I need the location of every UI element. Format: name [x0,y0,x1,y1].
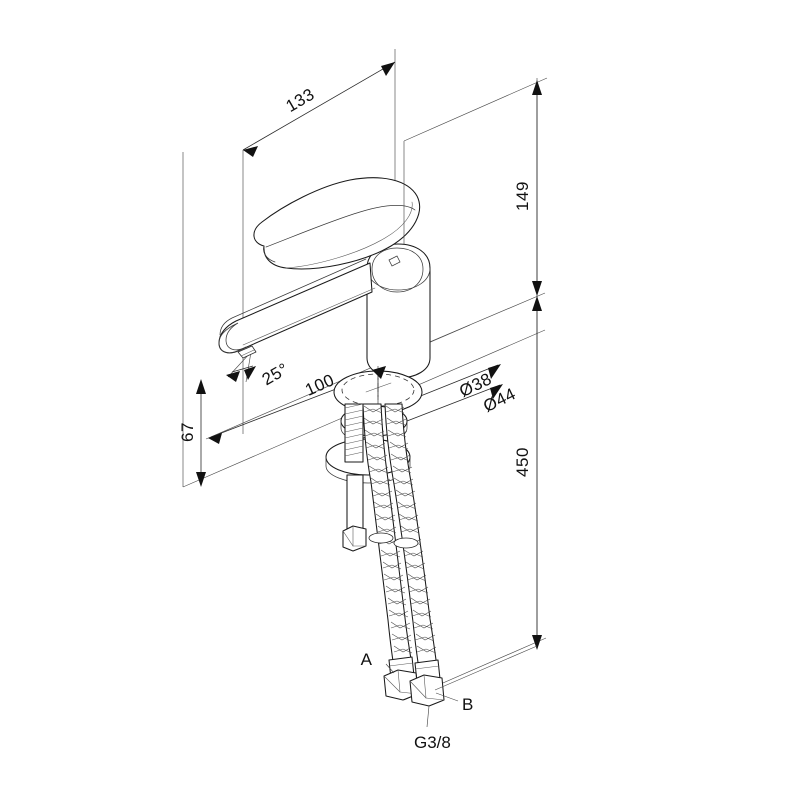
faucet-body-cylinder [366,243,431,379]
callout-a: A [361,650,395,674]
connector-nuts [383,669,445,707]
callout-b-label: B [462,695,473,714]
dimension-450-label: 450 [513,447,532,477]
bottom-leader [434,645,538,691]
dimension-67-label: 67 [178,422,197,442]
callout-b: B [435,692,473,714]
faucet-assembly [218,177,445,707]
dimension-67: 67 [178,379,206,487]
stud-hex-nut [342,525,367,552]
dimension-149-label: 149 [513,181,532,211]
dimension-133-label: 133 [283,85,318,116]
callout-g38-label: G3/8 [414,733,451,752]
threaded-stud [344,403,364,534]
faucet-spout [218,258,376,354]
callout-a-label: A [361,650,373,669]
dimension-133: 133 [242,61,396,157]
dimension-149: 149 [513,80,542,296]
base-centre-leader [372,366,386,400]
dimension-25deg: 25° [226,351,292,389]
callout-g38: G3/8 [414,705,451,752]
lever-handle [253,177,424,293]
base-crosshair [365,382,392,393]
dimension-25deg-label: 25° [259,359,292,389]
hose-collars [368,532,419,549]
aerator [237,345,257,359]
dimension-450: 450 [513,296,542,650]
dimension-100-label: 100 [302,370,337,400]
hose-b-braid [385,405,437,654]
